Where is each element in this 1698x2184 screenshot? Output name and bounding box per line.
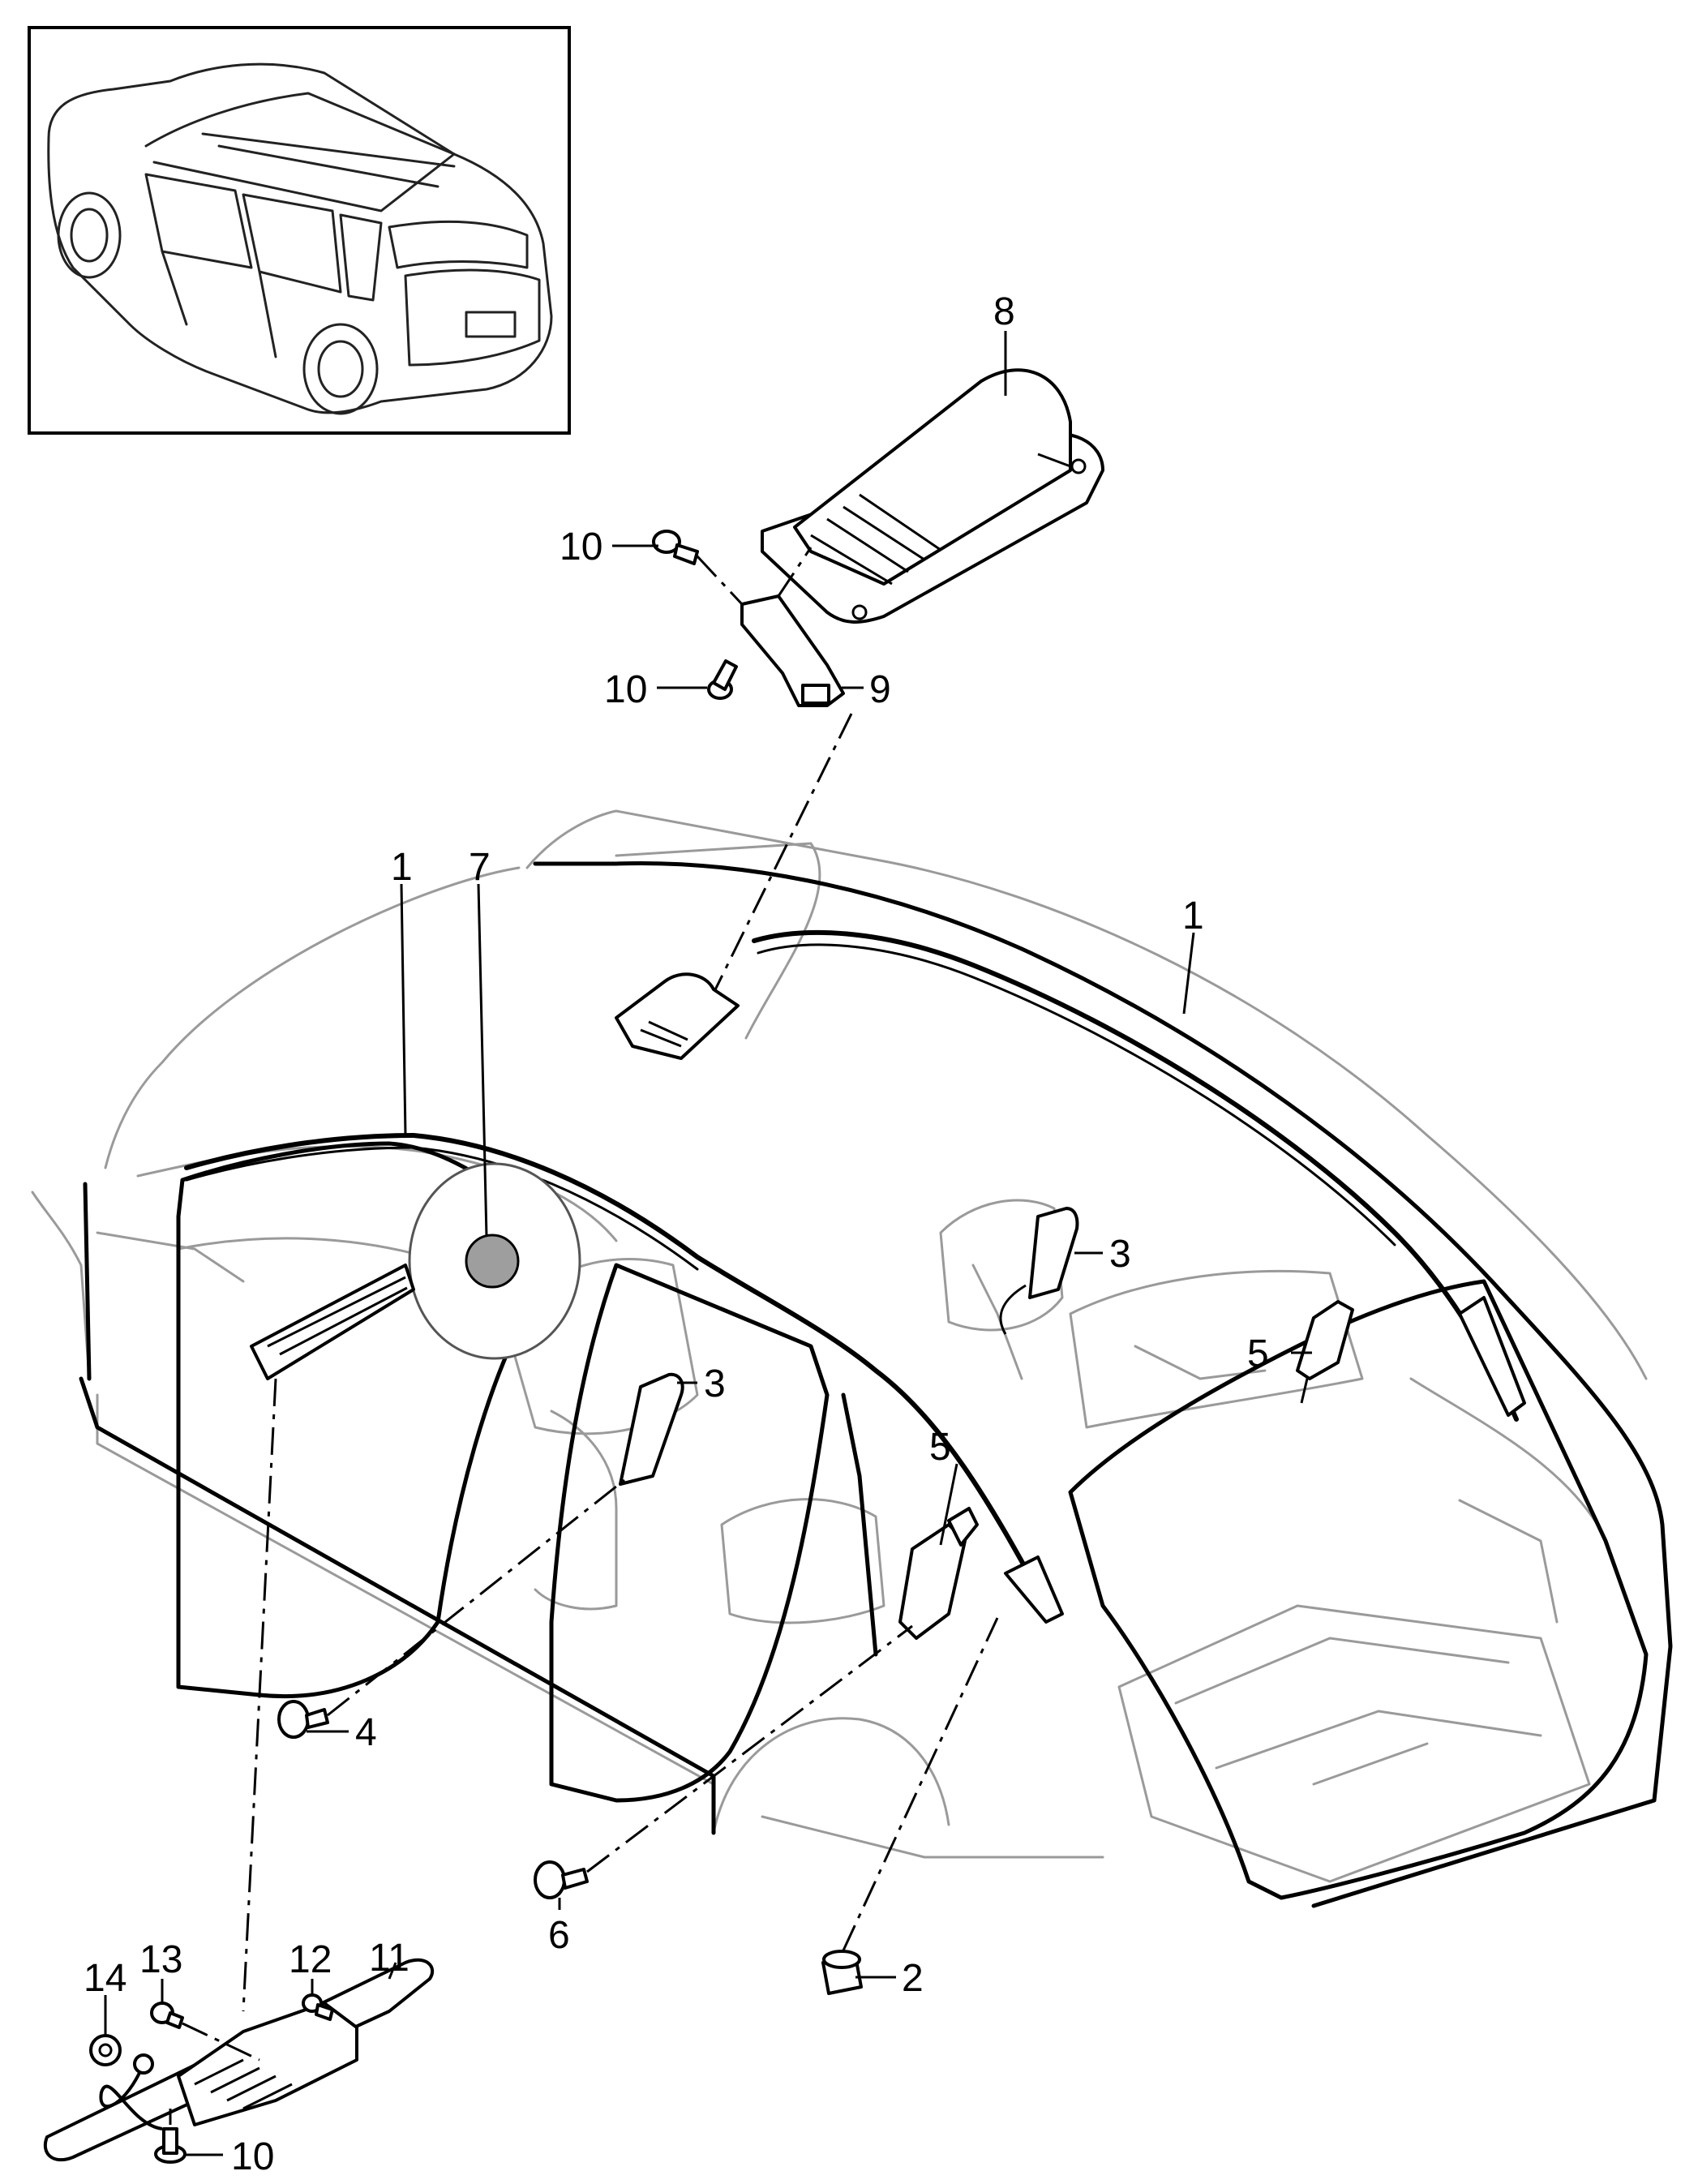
vehicle-interior-outline [31,809,1648,1883]
leader-knee-to-dash [242,1378,277,2012]
nut-14-and-cable [89,2034,163,2130]
leader-13-to-knee [182,2022,260,2062]
clip-2 [821,1950,863,1995]
callout-8: 8 [993,290,1015,333]
callout-leaders [104,331,1312,2156]
leader-4-to-airbag [327,1478,625,1717]
callout-numbers: 8 10 10 9 1 7 1 3 5 3 5 4 6 2 13 12 11 1… [84,290,1269,2178]
screw-10-lower [154,2127,187,2164]
rear-side-airbag-right [1296,1300,1354,1404]
callout-4: 4 [355,1711,377,1754]
callout-10: 10 [231,2135,274,2178]
callout-10: 10 [560,526,602,569]
installed-knee-airbag [250,1264,415,1380]
installed-airbag-on-dash [615,972,740,1060]
callout-11: 11 [369,1937,409,1980]
rear-side-airbag-center [898,1507,979,1640]
knee-airbag-module [43,1958,435,2162]
callout-5: 5 [929,1426,951,1469]
callout-6: 6 [548,1914,570,1957]
callout-1: 1 [1182,895,1204,938]
screw-10-upper [652,530,699,565]
leader-bracket-to-module [777,547,813,597]
screw-12 [302,1993,334,2021]
callout-9: 9 [869,668,891,711]
leader-10a-to-bracket [696,555,744,606]
screw-13 [150,2002,184,2029]
callout-3: 3 [1109,1233,1131,1276]
leader-6-to-airbag [586,1624,913,1873]
callout-7: 7 [469,846,491,889]
callout-14: 14 [84,1957,126,2000]
leader-bracket-to-dash [696,713,853,1027]
callout-3: 3 [704,1362,726,1405]
vehicle-thumbnail [28,26,571,435]
screw-10-middle [707,659,738,700]
driver-airbag [465,1234,520,1289]
callout-13: 13 [139,1938,182,1981]
side-airbag-right-seat [999,1207,1079,1335]
screw-6 [534,1860,589,1899]
callout-12: 12 [289,1938,332,1981]
curtain-airbag-left [184,1133,1064,1624]
steering-wheel [408,1162,581,1360]
passenger-airbag-module [761,368,1104,624]
callout-1: 1 [391,846,413,889]
airbag-bracket [740,594,845,707]
callout-2: 2 [902,1957,924,2000]
screw-4 [277,1700,329,1739]
callout-5: 5 [1247,1332,1269,1375]
curtain-airbag-right [752,930,1526,1422]
vehicle-body-structure [79,860,1673,1908]
leader-2-to-airbag [842,1617,999,1951]
callout-10: 10 [604,668,647,711]
